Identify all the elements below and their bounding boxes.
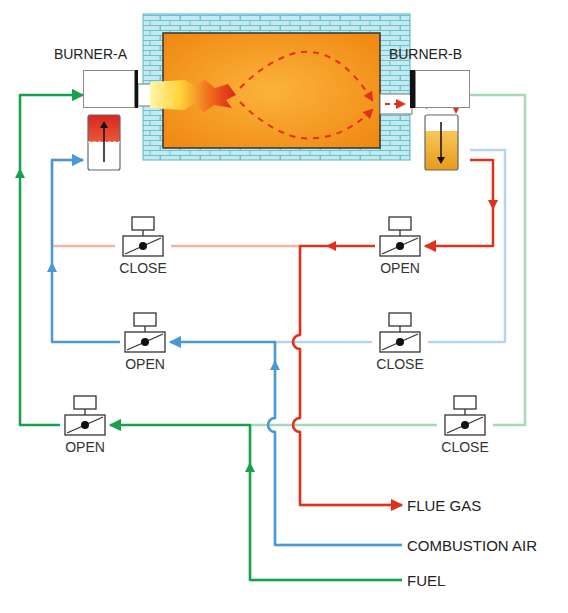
control-valve: OPEN bbox=[375, 216, 425, 280]
valve-state: CLOSE bbox=[372, 356, 428, 372]
pipe-line bbox=[171, 246, 402, 505]
control-valve: CLOSE bbox=[372, 312, 428, 376]
line-terminal: FLUE GAS bbox=[402, 497, 481, 514]
burner-label: BURNER-A bbox=[54, 46, 127, 62]
valve-state: OPEN bbox=[375, 260, 425, 276]
pipe-line bbox=[110, 425, 402, 580]
valve-state: CLOSE bbox=[115, 260, 171, 276]
burner-unit: BURNER-A bbox=[83, 70, 135, 172]
pipe-line bbox=[52, 160, 115, 246]
valve-state: CLOSE bbox=[437, 439, 493, 455]
line-terminal: FUEL bbox=[402, 572, 445, 589]
pipe-line bbox=[52, 160, 120, 342]
burner-label: BURNER-B bbox=[389, 46, 462, 62]
line-name: FLUE GAS bbox=[407, 497, 481, 514]
line-name: COMBUSTION AIR bbox=[407, 537, 537, 554]
line-name: FUEL bbox=[407, 572, 445, 589]
valve-symbol bbox=[437, 395, 493, 437]
control-valve: OPEN bbox=[60, 395, 110, 459]
pipe-line bbox=[20, 95, 83, 425]
burner-unit: BURNER-B bbox=[415, 70, 470, 172]
pipe-line bbox=[293, 246, 402, 505]
valve-symbol bbox=[115, 216, 171, 258]
pipe-line bbox=[170, 342, 402, 545]
valve-symbol bbox=[375, 216, 425, 258]
burner-box bbox=[83, 70, 135, 108]
valve-symbol bbox=[60, 395, 110, 437]
pipe-line bbox=[470, 95, 525, 425]
burner-box bbox=[415, 70, 470, 108]
valve-symbol bbox=[120, 312, 170, 354]
pipe-line bbox=[425, 160, 493, 246]
control-valve: CLOSE bbox=[437, 395, 493, 459]
pipe-line bbox=[268, 342, 402, 545]
valve-state: OPEN bbox=[120, 356, 170, 372]
control-valve: CLOSE bbox=[115, 216, 171, 280]
valve-symbol bbox=[372, 312, 428, 354]
control-valve: OPEN bbox=[120, 312, 170, 376]
line-terminal: COMBUSTION AIR bbox=[402, 537, 537, 554]
valve-state: OPEN bbox=[60, 439, 110, 455]
